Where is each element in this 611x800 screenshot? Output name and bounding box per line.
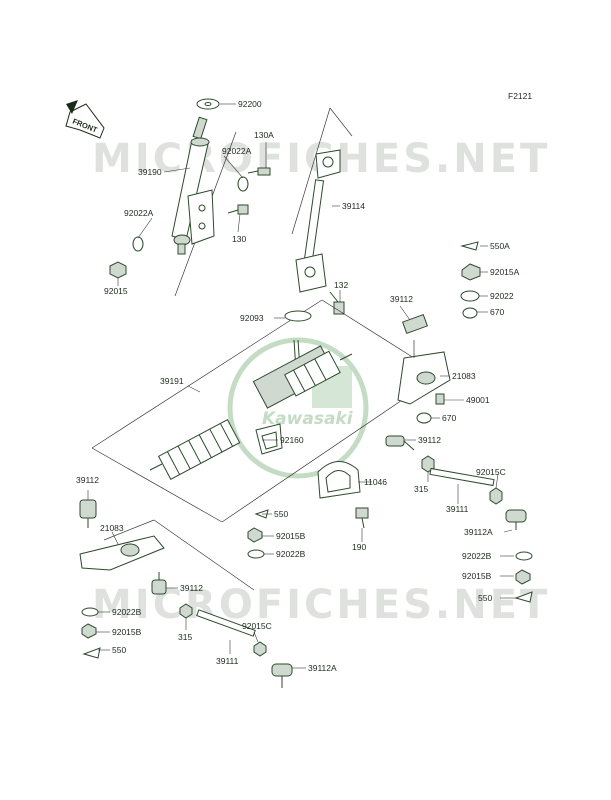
label-132: 132 [334, 280, 348, 290]
figure-code: F2121 [508, 91, 532, 101]
label-39190: 39190 [138, 167, 162, 177]
label-130: 130 [232, 234, 246, 244]
tie-rod-end-39112-low [151, 572, 167, 595]
label-550-left: 550 [112, 645, 126, 655]
leader-lines [87, 103, 516, 669]
pitman-arm-21083-right [397, 340, 451, 405]
cotter-pin-550a [460, 241, 479, 251]
tie-rod-end-39112-mid [385, 435, 415, 451]
o-ring-670-top [462, 307, 478, 319]
label-39112-low: 39112 [180, 583, 203, 593]
bolt-132 [329, 291, 345, 315]
label-39111-right: 39111 [446, 504, 469, 514]
label-21083-right: 21083 [452, 371, 476, 381]
label-315-right: 315 [414, 484, 428, 494]
bolt-130 [227, 204, 249, 215]
o-ring-670-bottom [416, 412, 432, 424]
label-92015c-left: 92015C [242, 621, 272, 631]
label-92200: 92200 [238, 99, 262, 109]
label-670-top: 670 [490, 307, 504, 317]
washer-92022a-top [237, 176, 249, 192]
washer-92022b-mid [247, 549, 265, 559]
tie-rod-39111-right [429, 467, 495, 487]
label-550-right: 550 [478, 593, 492, 603]
nut-92015b-right [515, 569, 531, 585]
label-92015a: 92015A [490, 267, 520, 277]
label-11046: 11046 [364, 477, 387, 487]
label-92015-left: 92015 [104, 286, 128, 296]
label-315-left: 315 [178, 632, 192, 642]
label-550-mid: 550 [274, 509, 288, 519]
part-labels: 92200 130A 92022A 39190 92022A 130 92015… [76, 99, 520, 673]
nut-92015-left [109, 261, 127, 279]
nut-315-left [179, 603, 193, 619]
label-550a: 550A [490, 241, 510, 251]
nut-92015a [461, 263, 481, 281]
front-arrow-icon: FRONT [65, 100, 105, 139]
washer-92022-right [460, 290, 480, 302]
label-92015b-right: 92015B [462, 571, 492, 581]
label-39114: 39114 [342, 201, 365, 211]
nut-92015b-left [81, 623, 97, 639]
steering-gear-box-39191 [91, 299, 429, 523]
steering-column-39190 [171, 116, 237, 297]
label-39112-mid: 39112 [418, 435, 441, 445]
nut-92015c-right [489, 487, 503, 505]
label-49001: 49001 [466, 395, 490, 405]
tie-rod-end-39112a-left [271, 663, 293, 688]
label-92022a-top: 92022A [222, 146, 252, 156]
label-39112a-right: 39112A [464, 527, 493, 537]
logo-text: Kawasaki [262, 409, 354, 429]
label-670-bottom: 670 [442, 413, 456, 423]
watermark-bottom: MICROFICHES.NET [92, 582, 550, 628]
cotter-pin-550-right [514, 591, 533, 603]
label-39111-left: 39111 [216, 656, 239, 666]
label-92022b-right: 92022B [462, 551, 492, 561]
label-92022-right: 92022 [490, 291, 514, 301]
label-92015b-mid: 92015B [276, 531, 306, 541]
pitman-arm-21083-left [79, 535, 165, 571]
tie-rod-end-39112-left [79, 499, 97, 528]
frame-left-lower [103, 519, 255, 591]
intermediate-shaft-39114 [291, 107, 353, 293]
grease-nipple-49001 [435, 393, 445, 405]
label-39112-top: 39112 [390, 294, 413, 304]
label-92015c-right: 92015C [476, 467, 506, 477]
nut-92015b-mid [247, 527, 263, 543]
washer-92022b-right [515, 551, 533, 561]
label-39191: 39191 [160, 376, 184, 386]
label-190: 190 [352, 542, 366, 552]
clamp-11046 [317, 461, 361, 499]
bracket-92160 [255, 423, 283, 455]
label-92022b-left: 92022B [112, 607, 142, 617]
label-92160: 92160 [280, 435, 304, 445]
nut-92015c-left [253, 641, 267, 657]
label-39112-left: 39112 [76, 475, 99, 485]
bolt-190 [355, 507, 369, 529]
washer-92200 [196, 98, 220, 110]
label-130a: 130A [254, 130, 274, 140]
label-92022a-left: 92022A [124, 208, 154, 218]
cotter-pin-550-left [82, 647, 101, 659]
tie-rod-end-39112a-right [505, 509, 527, 530]
label-92093: 92093 [240, 313, 264, 323]
label-39112a-left: 39112A [308, 663, 337, 673]
label-21083-left: 21083 [100, 523, 124, 533]
washer-92022a-left [132, 236, 144, 252]
label-92022b-mid: 92022B [276, 549, 306, 559]
bolt-130a [247, 167, 271, 176]
label-92015b-left: 92015B [112, 627, 142, 637]
washer-92022b-left [81, 607, 99, 617]
